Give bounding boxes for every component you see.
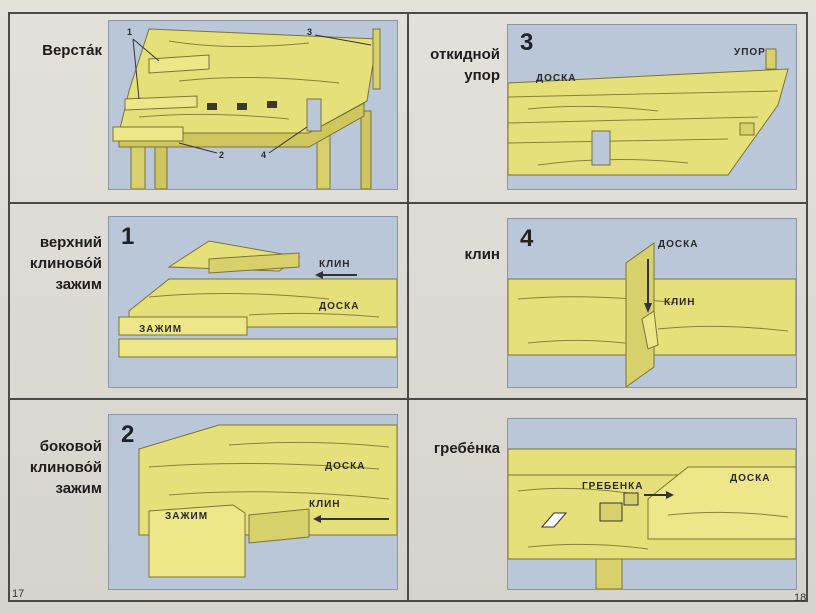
- fold-stop-stop-label: УПОР: [734, 47, 766, 58]
- comb-panel: ДОСКА ГРЕБЕНКА: [507, 418, 797, 590]
- top-clamp-number: 1: [121, 223, 135, 250]
- callout-4: 4: [261, 150, 266, 160]
- fold-stop-illustration: ДОСКА УПОР: [508, 47, 789, 176]
- fold-stop-title: откидной упор: [430, 46, 500, 84]
- side-clamp-illustration: ДОСКА КЛИН ЗАЖИМ: [138, 424, 397, 578]
- wedge-panel: 4 ДОСКА КЛИН: [507, 218, 797, 388]
- fold-stop-board-label: ДОСКА: [536, 73, 576, 84]
- wedge-title: клин: [464, 246, 500, 263]
- comb-comb-label: ГРЕБЕНКА: [582, 481, 643, 492]
- wedge-illustration: ДОСКА КЛИН: [508, 239, 796, 387]
- side-clamp-panel: 2 ДОСКА КЛИН ЗАЖИМ: [108, 414, 398, 590]
- fold-stop-panel: 3 ДОСКА УПОР: [507, 24, 797, 190]
- comb-illustration: ДОСКА ГРЕБЕНКА: [508, 448, 796, 589]
- top-clamp-wedge-label: КЛИН: [319, 259, 351, 270]
- wedge-wedge-label: КЛИН: [664, 297, 696, 308]
- comb-board-label: ДОСКА: [730, 473, 770, 484]
- center-divider: [407, 12, 409, 602]
- top-clamp-panel: 1 КЛИН ДОСКА ЗАЖИМ: [108, 216, 398, 388]
- side-clamp-clamp-label: ЗАЖИМ: [165, 511, 208, 522]
- wedge-number: 4: [520, 225, 534, 252]
- top-clamp-title: верхний клиново́й зажим: [29, 234, 102, 293]
- side-clamp-wedge-label: КЛИН: [309, 499, 341, 510]
- row-divider-2: [8, 398, 808, 400]
- workbench-title: Верста́к: [42, 42, 102, 59]
- fold-stop-number: 3: [520, 29, 534, 56]
- page-number-left: 17: [12, 588, 25, 600]
- row-divider-1: [8, 202, 808, 204]
- top-clamp-illustration: КЛИН ДОСКА ЗАЖИМ: [118, 240, 397, 358]
- workbench-illustration: 1 2 3 4: [112, 27, 381, 189]
- side-clamp-board-label: ДОСКА: [325, 461, 365, 472]
- callout-3: 3: [307, 27, 312, 37]
- callout-1: 1: [127, 27, 132, 37]
- side-clamp-title: боковой клиново́й зажим: [29, 438, 102, 497]
- side-clamp-number: 2: [121, 421, 135, 448]
- workbench-panel: 1 2 3 4: [108, 20, 398, 190]
- top-clamp-clamp-label: ЗАЖИМ: [139, 324, 182, 335]
- page-number-right: 18: [794, 592, 807, 604]
- wedge-board-label: ДОСКА: [658, 239, 698, 250]
- comb-title: гребе́нка: [433, 440, 500, 457]
- callout-2: 2: [219, 150, 224, 160]
- top-clamp-board-label: ДОСКА: [319, 301, 359, 312]
